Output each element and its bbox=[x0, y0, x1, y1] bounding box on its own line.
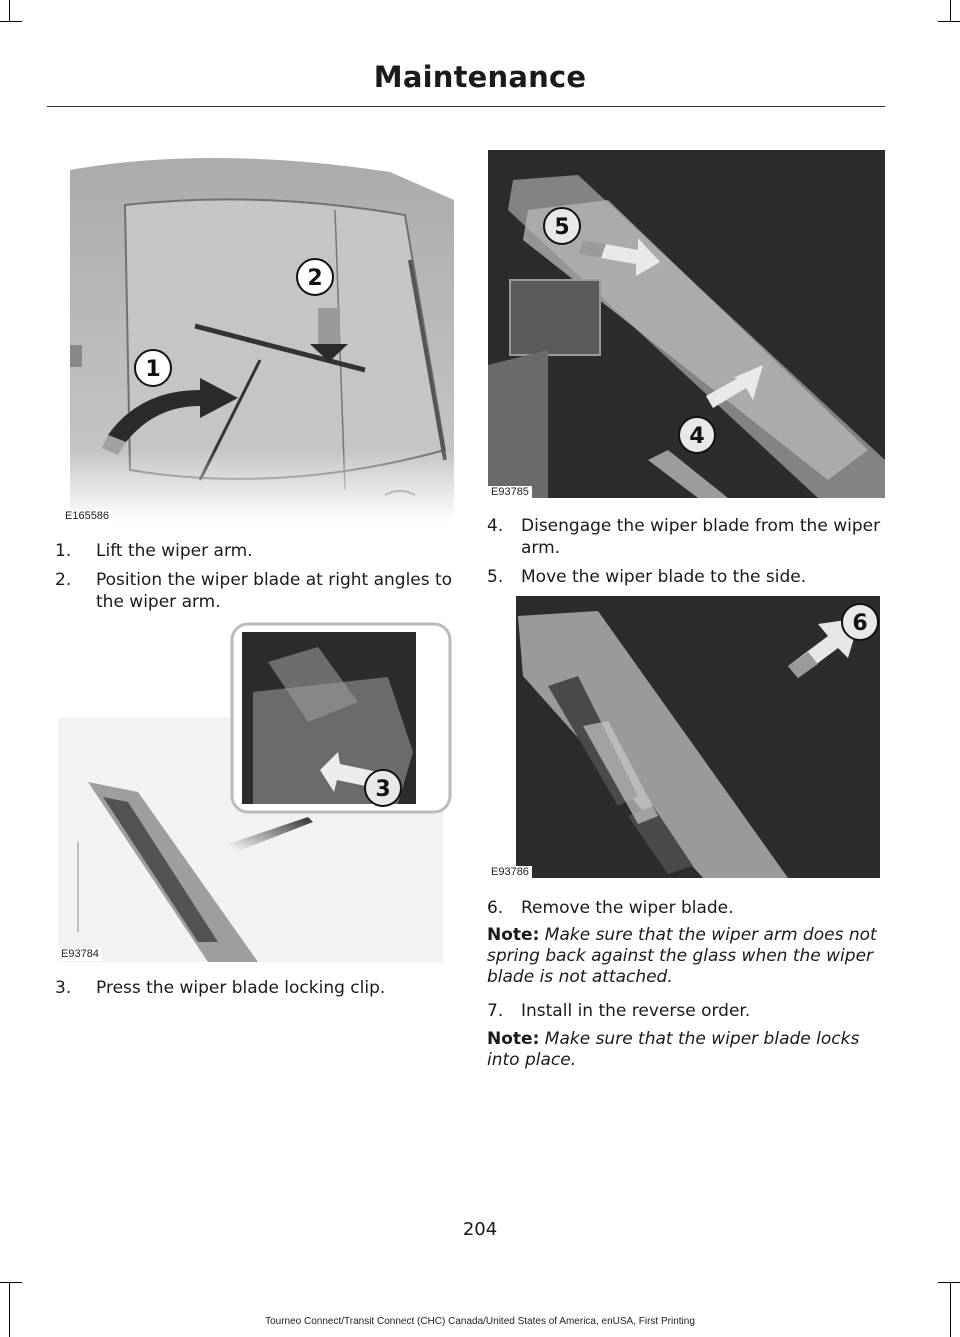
footer-edition: Tourneo Connect/Transit Connect (CHC) Ca… bbox=[265, 1316, 695, 1327]
callout-6: 6 bbox=[852, 611, 867, 636]
figure-code: E165586 bbox=[62, 510, 113, 523]
callout-4: 4 bbox=[689, 424, 704, 449]
step-text: Lift the wiper arm. bbox=[96, 541, 253, 561]
step-number: 1. bbox=[55, 541, 72, 561]
figure-disengage-blade: 5 4 E93785 bbox=[488, 150, 885, 499]
crop-mark-bottom-left-h bbox=[0, 1282, 22, 1283]
callout-1: 1 bbox=[145, 357, 160, 382]
step-2: 2. Position the wiper blade at right ang… bbox=[55, 569, 455, 613]
step-text: Position the wiper blade at right angles… bbox=[96, 570, 453, 612]
page-title: Maintenance bbox=[373, 60, 587, 94]
note-label: Note: bbox=[487, 925, 540, 945]
remove-blade-illustration: 6 bbox=[516, 596, 880, 878]
crop-mark-top-left-h bbox=[0, 21, 22, 22]
figure-locking-clip: 3 E93784 bbox=[58, 622, 454, 966]
step-number: 4. bbox=[487, 516, 504, 536]
step-number: 5. bbox=[487, 567, 504, 587]
step-number: 7. bbox=[487, 1001, 504, 1021]
callout-3: 3 bbox=[375, 777, 390, 802]
note-text: Make sure that the wiper arm does not sp… bbox=[487, 925, 877, 987]
locking-clip-illustration: 3 bbox=[58, 622, 452, 962]
title-rule bbox=[47, 106, 885, 107]
step-3: 3. Press the wiper blade locking clip. bbox=[55, 977, 455, 999]
callout-5: 5 bbox=[554, 215, 569, 240]
note-wiper-arm: Note: Make sure that the wiper arm does … bbox=[487, 925, 882, 988]
page-number: 204 bbox=[462, 1219, 498, 1240]
figure-code: E93784 bbox=[58, 948, 102, 961]
crop-mark-top-left-v bbox=[9, 0, 10, 22]
step-7: 7. Install in the reverse order. bbox=[487, 1000, 882, 1022]
crop-mark-bottom-left-v bbox=[9, 1282, 10, 1337]
note-blade-locks: Note: Make sure that the wiper blade loc… bbox=[487, 1029, 882, 1071]
crop-mark-top-right-v bbox=[950, 0, 951, 22]
figure-rear-wiper: 1 2 E165586 bbox=[60, 150, 454, 523]
crop-mark-top-right-h bbox=[938, 21, 960, 22]
disengage-blade-illustration: 5 4 bbox=[488, 150, 885, 498]
rear-window-illustration: 1 2 bbox=[60, 150, 454, 522]
step-4: 4. Disengage the wiper blade from the wi… bbox=[487, 515, 882, 559]
step-text: Press the wiper blade locking clip. bbox=[96, 978, 386, 998]
step-1: 1. Lift the wiper arm. bbox=[55, 540, 450, 562]
step-text: Remove the wiper blade. bbox=[521, 898, 734, 918]
crop-mark-bottom-right-v bbox=[950, 1282, 951, 1337]
step-number: 2. bbox=[55, 570, 72, 590]
note-label: Note: bbox=[487, 1029, 540, 1049]
step-number: 3. bbox=[55, 978, 72, 998]
callout-2: 2 bbox=[307, 266, 322, 291]
note-text: Make sure that the wiper blade locks int… bbox=[487, 1029, 860, 1070]
step-number: 6. bbox=[487, 898, 504, 918]
figure-remove-blade: 6 E93786 bbox=[488, 596, 880, 879]
step-text: Install in the reverse order. bbox=[521, 1001, 751, 1021]
figure-code: E93785 bbox=[488, 486, 532, 499]
step-text: Move the wiper blade to the side. bbox=[521, 567, 807, 587]
step-text: Disengage the wiper blade from the wiper… bbox=[521, 516, 881, 558]
step-6: 6. Remove the wiper blade. bbox=[487, 897, 882, 919]
step-5: 5. Move the wiper blade to the side. bbox=[487, 566, 882, 588]
figure-code: E93786 bbox=[488, 866, 532, 879]
crop-mark-bottom-right-h bbox=[938, 1282, 960, 1283]
